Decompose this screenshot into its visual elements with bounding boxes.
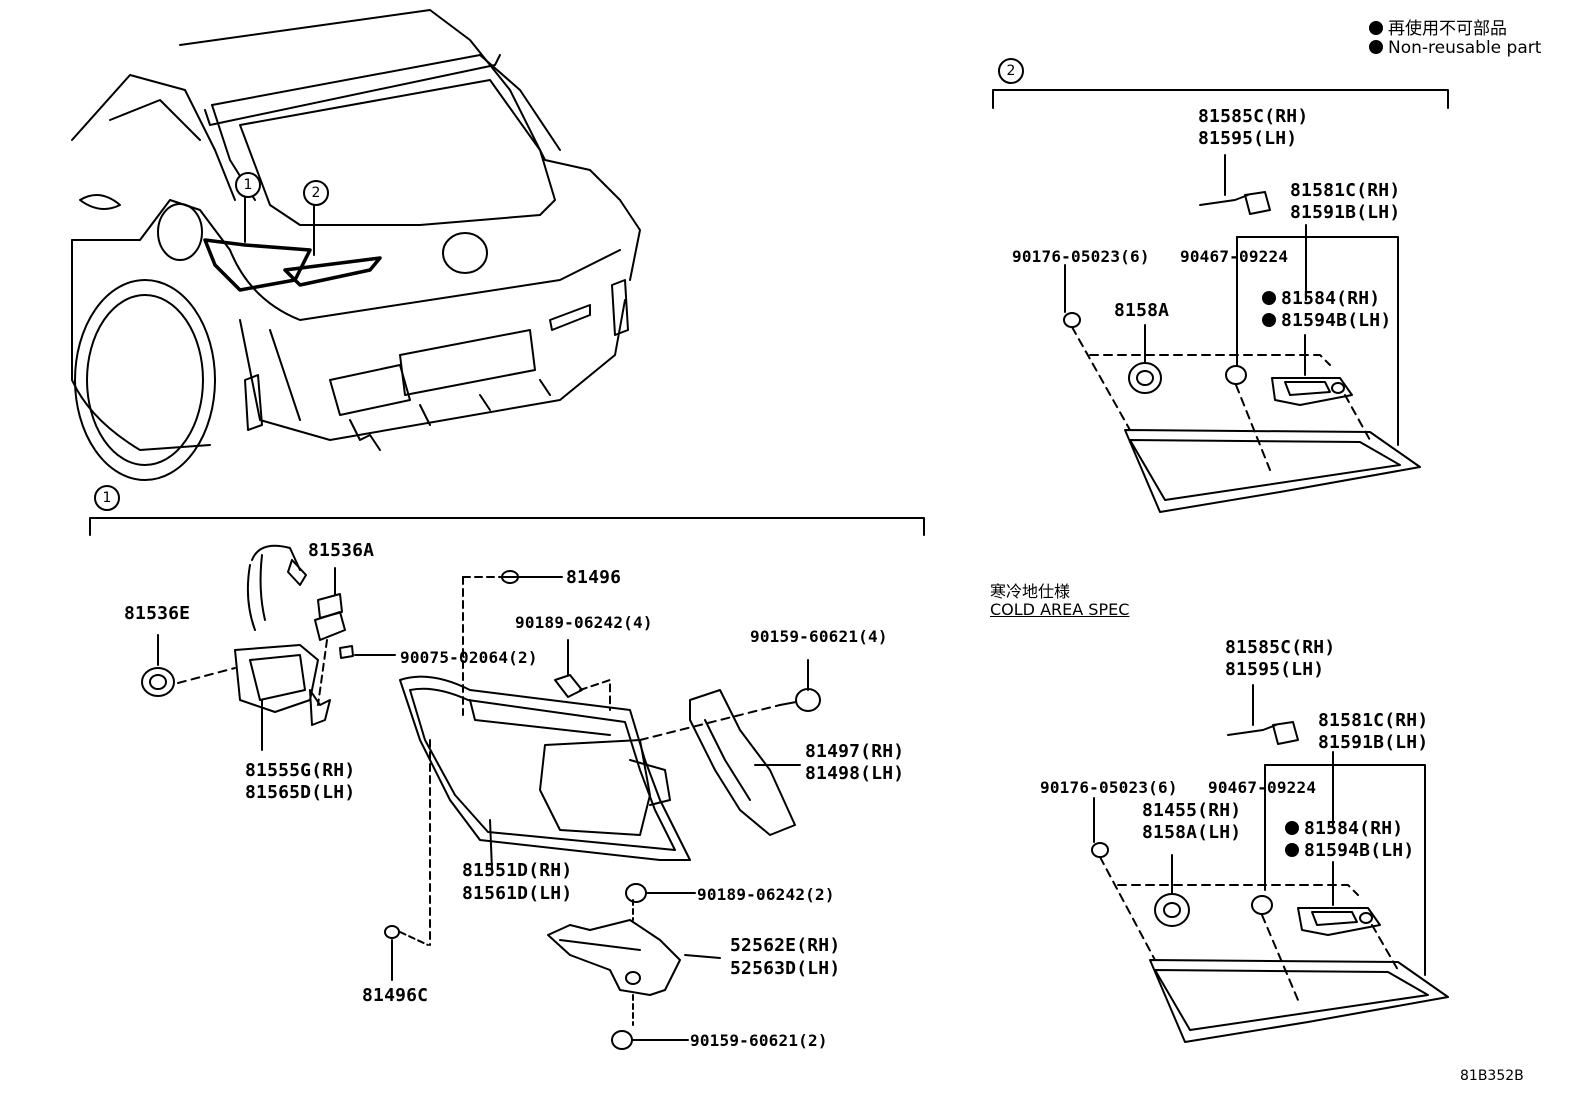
cold-part-81584: 81584(RH) — [1285, 818, 1403, 840]
cold-part-81585C: 81585C(RH) — [1225, 637, 1336, 658]
legend-en: Non-reusable part — [1369, 38, 1541, 58]
cold-part-81455: 81455(RH) — [1142, 800, 1242, 821]
cold-part-81581C: 81581C(RH) — [1318, 710, 1429, 731]
cold-part-81591B: 81591B(LH) — [1318, 732, 1429, 753]
part-81581C: 81581C(RH) — [1290, 180, 1401, 201]
part-81536E: 81536E — [124, 603, 191, 624]
part-81551D: 81551D(RH) — [462, 860, 573, 881]
non-reusable-dot-icon — [1262, 291, 1276, 305]
part-81561D: 81561D(LH) — [462, 883, 573, 904]
part-81594B: 81594B(LH) — [1262, 310, 1391, 332]
section1-art — [141, 544, 821, 1050]
part-90075-02064: 90075-02064(2) — [400, 648, 538, 667]
part-90176-05023: 90176-05023(6) — [1012, 247, 1150, 266]
part-90159-60621-2: 90159-60621(2) — [690, 1031, 828, 1050]
part-90467-09224: 90467-09224 — [1180, 247, 1289, 266]
section1-bracket — [89, 517, 925, 536]
part-81585C: 81585C(RH) — [1198, 106, 1309, 127]
cold-part-90467-09224: 90467-09224 — [1208, 778, 1317, 797]
non-reusable-dot-icon — [1369, 40, 1383, 54]
part-81584: 81584(RH) — [1262, 288, 1380, 310]
section2-callout: 2 — [998, 58, 1024, 84]
part-81565D: 81565D(LH) — [245, 782, 356, 803]
part-81497: 81497(RH) — [805, 741, 905, 762]
section2-art — [1063, 154, 1421, 513]
figure-code: 81B352B — [1460, 1068, 1524, 1084]
part-90189-06242-4: 90189-06242(4) — [515, 613, 653, 632]
part-90189-06242-2: 90189-06242(2) — [697, 885, 835, 904]
section2-bracket — [992, 89, 1449, 109]
cold-part-8158A: 8158A(LH) — [1142, 822, 1242, 843]
part-52562E: 52562E(RH) — [730, 935, 841, 956]
section1-callout: 1 — [94, 485, 120, 511]
cold-part-90176-05023: 90176-05023(6) — [1040, 778, 1178, 797]
non-reusable-dot-icon — [1369, 21, 1383, 35]
part-90159-60621-4: 90159-60621(4) — [750, 627, 888, 646]
part-81496: 81496 — [566, 567, 622, 588]
part-52563D: 52563D(LH) — [730, 958, 841, 979]
part-81536A: 81536A — [308, 540, 375, 561]
callout-2: 2 — [303, 180, 329, 206]
part-81496C: 81496C — [362, 985, 429, 1006]
cold-area-title-jp: 寒冷地仕様 — [990, 582, 1071, 601]
cold-part-81595: 81595(LH) — [1225, 659, 1325, 680]
part-81591B: 81591B(LH) — [1290, 202, 1401, 223]
non-reusable-dot-icon — [1285, 843, 1299, 857]
non-reusable-dot-icon — [1262, 313, 1276, 327]
legend-jp: 再使用不可部品 — [1369, 14, 1507, 39]
part-81555G: 81555G(RH) — [245, 760, 356, 781]
part-81595: 81595(LH) — [1198, 128, 1298, 149]
cold-area-art — [1091, 684, 1449, 1043]
callout-1: 1 — [235, 172, 261, 198]
vehicle-rear-view — [71, 9, 641, 481]
part-81498: 81498(LH) — [805, 763, 905, 784]
cold-part-81594B: 81594B(LH) — [1285, 840, 1414, 862]
cold-area-title-en: COLD AREA SPEC — [990, 600, 1130, 619]
part-8158A: 8158A — [1114, 300, 1170, 321]
non-reusable-dot-icon — [1285, 821, 1299, 835]
